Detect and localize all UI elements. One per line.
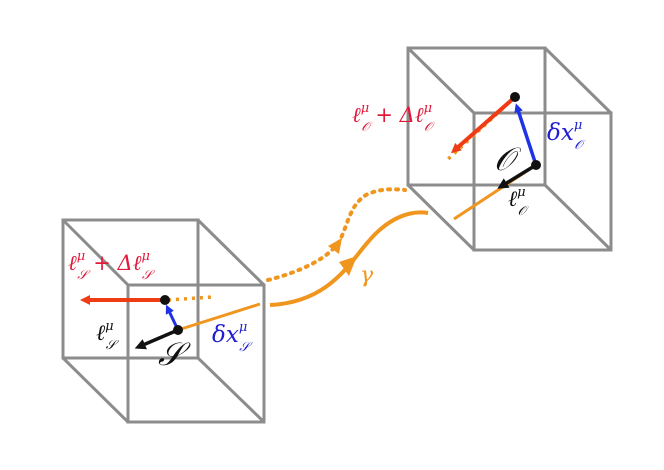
source-name-label: 𝒮 (158, 335, 191, 373)
observer-ell-arrow (497, 163, 537, 189)
photon-path-dotted (266, 187, 407, 282)
observer-cube-edge (406, 183, 476, 252)
source-ell-arrow (134, 328, 179, 350)
dotted-path-arrow-icon (328, 238, 342, 254)
observer-displaced-point (510, 92, 520, 102)
source-displaced-point (160, 295, 170, 305)
observer-cube-edge (543, 183, 613, 252)
source-cube-edge (61, 218, 130, 287)
observer-delta-x-arrow (514, 103, 538, 166)
photon-path-solid-gamma (269, 210, 429, 307)
source-cube-edge (61, 356, 130, 424)
observer-cube (406, 46, 613, 252)
observer-name-label: 𝒪 (494, 140, 522, 178)
source-cube-front-face (126, 283, 266, 424)
observer-cube-edge (543, 46, 613, 115)
observer-point (531, 160, 541, 170)
source-cube-edge (196, 218, 266, 287)
observer-cube-back-face (406, 46, 547, 187)
observer-cube-edge (406, 46, 476, 115)
gamma-arrow-icon (339, 256, 357, 276)
source-cube (61, 218, 266, 424)
source-photon-segment (177, 302, 261, 332)
source-cube-edge (196, 356, 266, 424)
source-cube-back-face (61, 218, 200, 360)
source-point (173, 325, 183, 335)
observer-cube-front-face (472, 111, 613, 252)
gamma-label: γ (360, 263, 374, 288)
source-photon-dotted-segment (167, 295, 213, 302)
observer-ell-plus-delta-arrow (450, 95, 517, 154)
